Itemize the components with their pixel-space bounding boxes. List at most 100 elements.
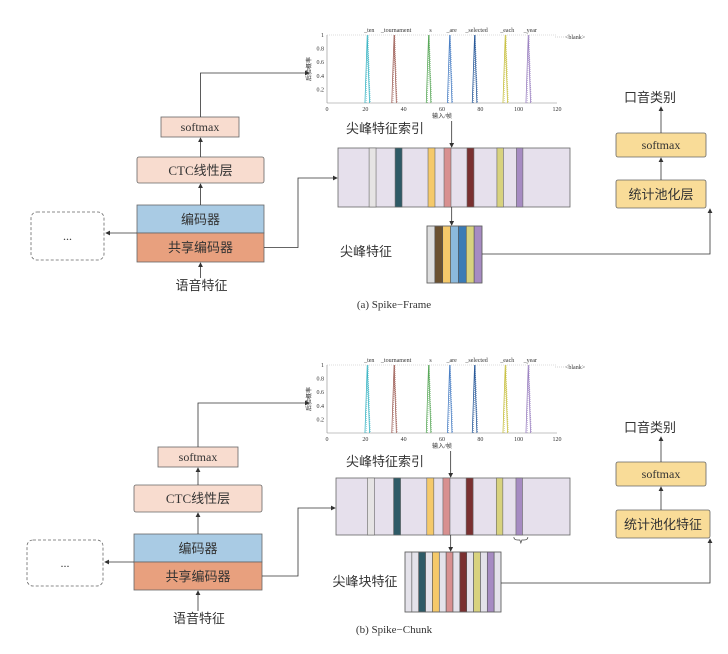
spike-peak-dashed [427, 34, 432, 104]
spike-peak-dashed [473, 364, 478, 434]
spike-feature-stripe [458, 225, 467, 284]
spike-feature-stripe [418, 551, 426, 613]
spike-index-label: 尖峰特征索引 [346, 454, 424, 469]
x-axis-label: 输入/帧 [432, 112, 452, 120]
softmax-label: softmax [181, 120, 220, 134]
shared-encoder-label: 共享编码器 [165, 569, 230, 584]
spike-feature-stripe [438, 551, 447, 613]
x-tick-label: 60 [439, 437, 445, 443]
spike-peak [471, 34, 478, 104]
x-tick-label: 120 [553, 437, 562, 443]
spike-index-stripe [442, 477, 451, 536]
pooling-label: 统计池化层 [628, 187, 693, 202]
softmax-box [160, 116, 240, 138]
spike-feature-stripe [466, 551, 474, 613]
arrow-shared-to-index [262, 505, 336, 577]
pooling-label: 统计池化特征 [624, 517, 702, 532]
spike-index-stripe [427, 147, 436, 208]
spike-label: _each [499, 358, 514, 364]
y-axis-label: 后验概率 [305, 387, 313, 411]
spike-feature-stripe [480, 551, 488, 613]
right-softmax-label: softmax [642, 138, 681, 152]
spike-feature-stripe [445, 551, 454, 613]
spike-peak-dashed [392, 364, 398, 434]
spike-feature-stripe [473, 551, 481, 613]
ellipsis-label: ... [61, 556, 70, 570]
spike-feature-block [426, 225, 483, 284]
arrow-softmax-chart [197, 400, 310, 447]
ellipsis-label: ... [63, 229, 72, 243]
spike-index-stripe [515, 477, 523, 536]
spike-index-stripe [496, 147, 504, 208]
x-tick-label: 0 [326, 437, 329, 443]
spike-feature-stripe [442, 225, 451, 284]
spike-label: _each [499, 28, 514, 34]
spike-index-stripe [465, 477, 474, 536]
spike-peak-dashed [365, 34, 371, 104]
spike-peak [525, 34, 531, 104]
ctc-linear-layer-label: CTC线性层 [166, 491, 230, 506]
x-tick-label: 120 [553, 107, 562, 113]
shared-encoder-box [133, 561, 263, 591]
spike-index-stripe [516, 147, 524, 208]
spike-label: _tournament [380, 28, 412, 34]
encoder-label: 编码器 [181, 212, 220, 227]
spike-index-bar [337, 147, 571, 208]
accent-class-label: 口音类别 [624, 90, 676, 105]
legend-blank: <blank> [565, 35, 586, 41]
y-tick-label: 0.2 [317, 87, 325, 93]
y-tick-label: 0.8 [317, 47, 325, 53]
spike-label: _ten [363, 358, 374, 364]
spike-peak-dashed [526, 34, 532, 104]
spike-index-stripe [466, 147, 475, 208]
softmax-label: softmax [179, 450, 218, 464]
y-tick-label: 0.2 [317, 417, 325, 423]
legend-blank: <blank> [565, 365, 586, 371]
spike-feature-stripe [486, 551, 495, 613]
x-tick-label: 0 [326, 107, 329, 113]
spike-feature-stripe [425, 551, 433, 613]
spike-peak-dashed [392, 34, 398, 104]
spike-feature-stripe [411, 551, 420, 613]
x-tick-label: 100 [514, 437, 523, 443]
spike-peak-dashed [526, 364, 532, 434]
spike-peak-dashed [503, 364, 509, 434]
spike-peak [364, 364, 370, 434]
arrow-shared-to-index [264, 175, 338, 248]
spike-index-bar [335, 477, 571, 536]
x-tick-label: 80 [477, 107, 483, 113]
spike-label: s [429, 358, 432, 364]
spike-peak [391, 34, 397, 104]
speech-features-label: 语音特征 [173, 611, 225, 626]
y-tick-label: 0.6 [317, 390, 325, 396]
y-axis-label: 后验概率 [305, 57, 313, 81]
other-branch-box [26, 539, 104, 587]
spike-index-label: 尖峰特征索引 [346, 121, 424, 136]
y-tick-label: 1 [321, 33, 324, 39]
spike-feature-stripe [404, 551, 413, 613]
x-tick-label: 60 [439, 107, 445, 113]
spike-peak [502, 364, 508, 434]
spike-feature-stripe [465, 225, 475, 284]
shared-encoder-label: 共享编码器 [168, 240, 233, 255]
y-tick-label: 0.8 [317, 377, 325, 383]
spike-peak [446, 34, 453, 104]
spike-label: _selected [464, 358, 487, 364]
chunk-brace [513, 536, 529, 545]
spike-peak-dashed [365, 364, 371, 434]
spike-label: _are [446, 358, 458, 364]
spike-label: s [429, 28, 432, 34]
spike-feature-stripe [473, 225, 483, 284]
x-tick-label: 20 [362, 107, 368, 113]
y-tick-label: 1 [321, 363, 324, 369]
accent-class-label: 口音类别 [624, 420, 676, 435]
spike-index-stripe [367, 477, 375, 536]
ctc-linear-layer-label: CTC线性层 [168, 163, 232, 178]
spike-index-stripe [495, 477, 504, 536]
spike-index-stripe [426, 477, 435, 536]
x-tick-label: 20 [362, 437, 368, 443]
